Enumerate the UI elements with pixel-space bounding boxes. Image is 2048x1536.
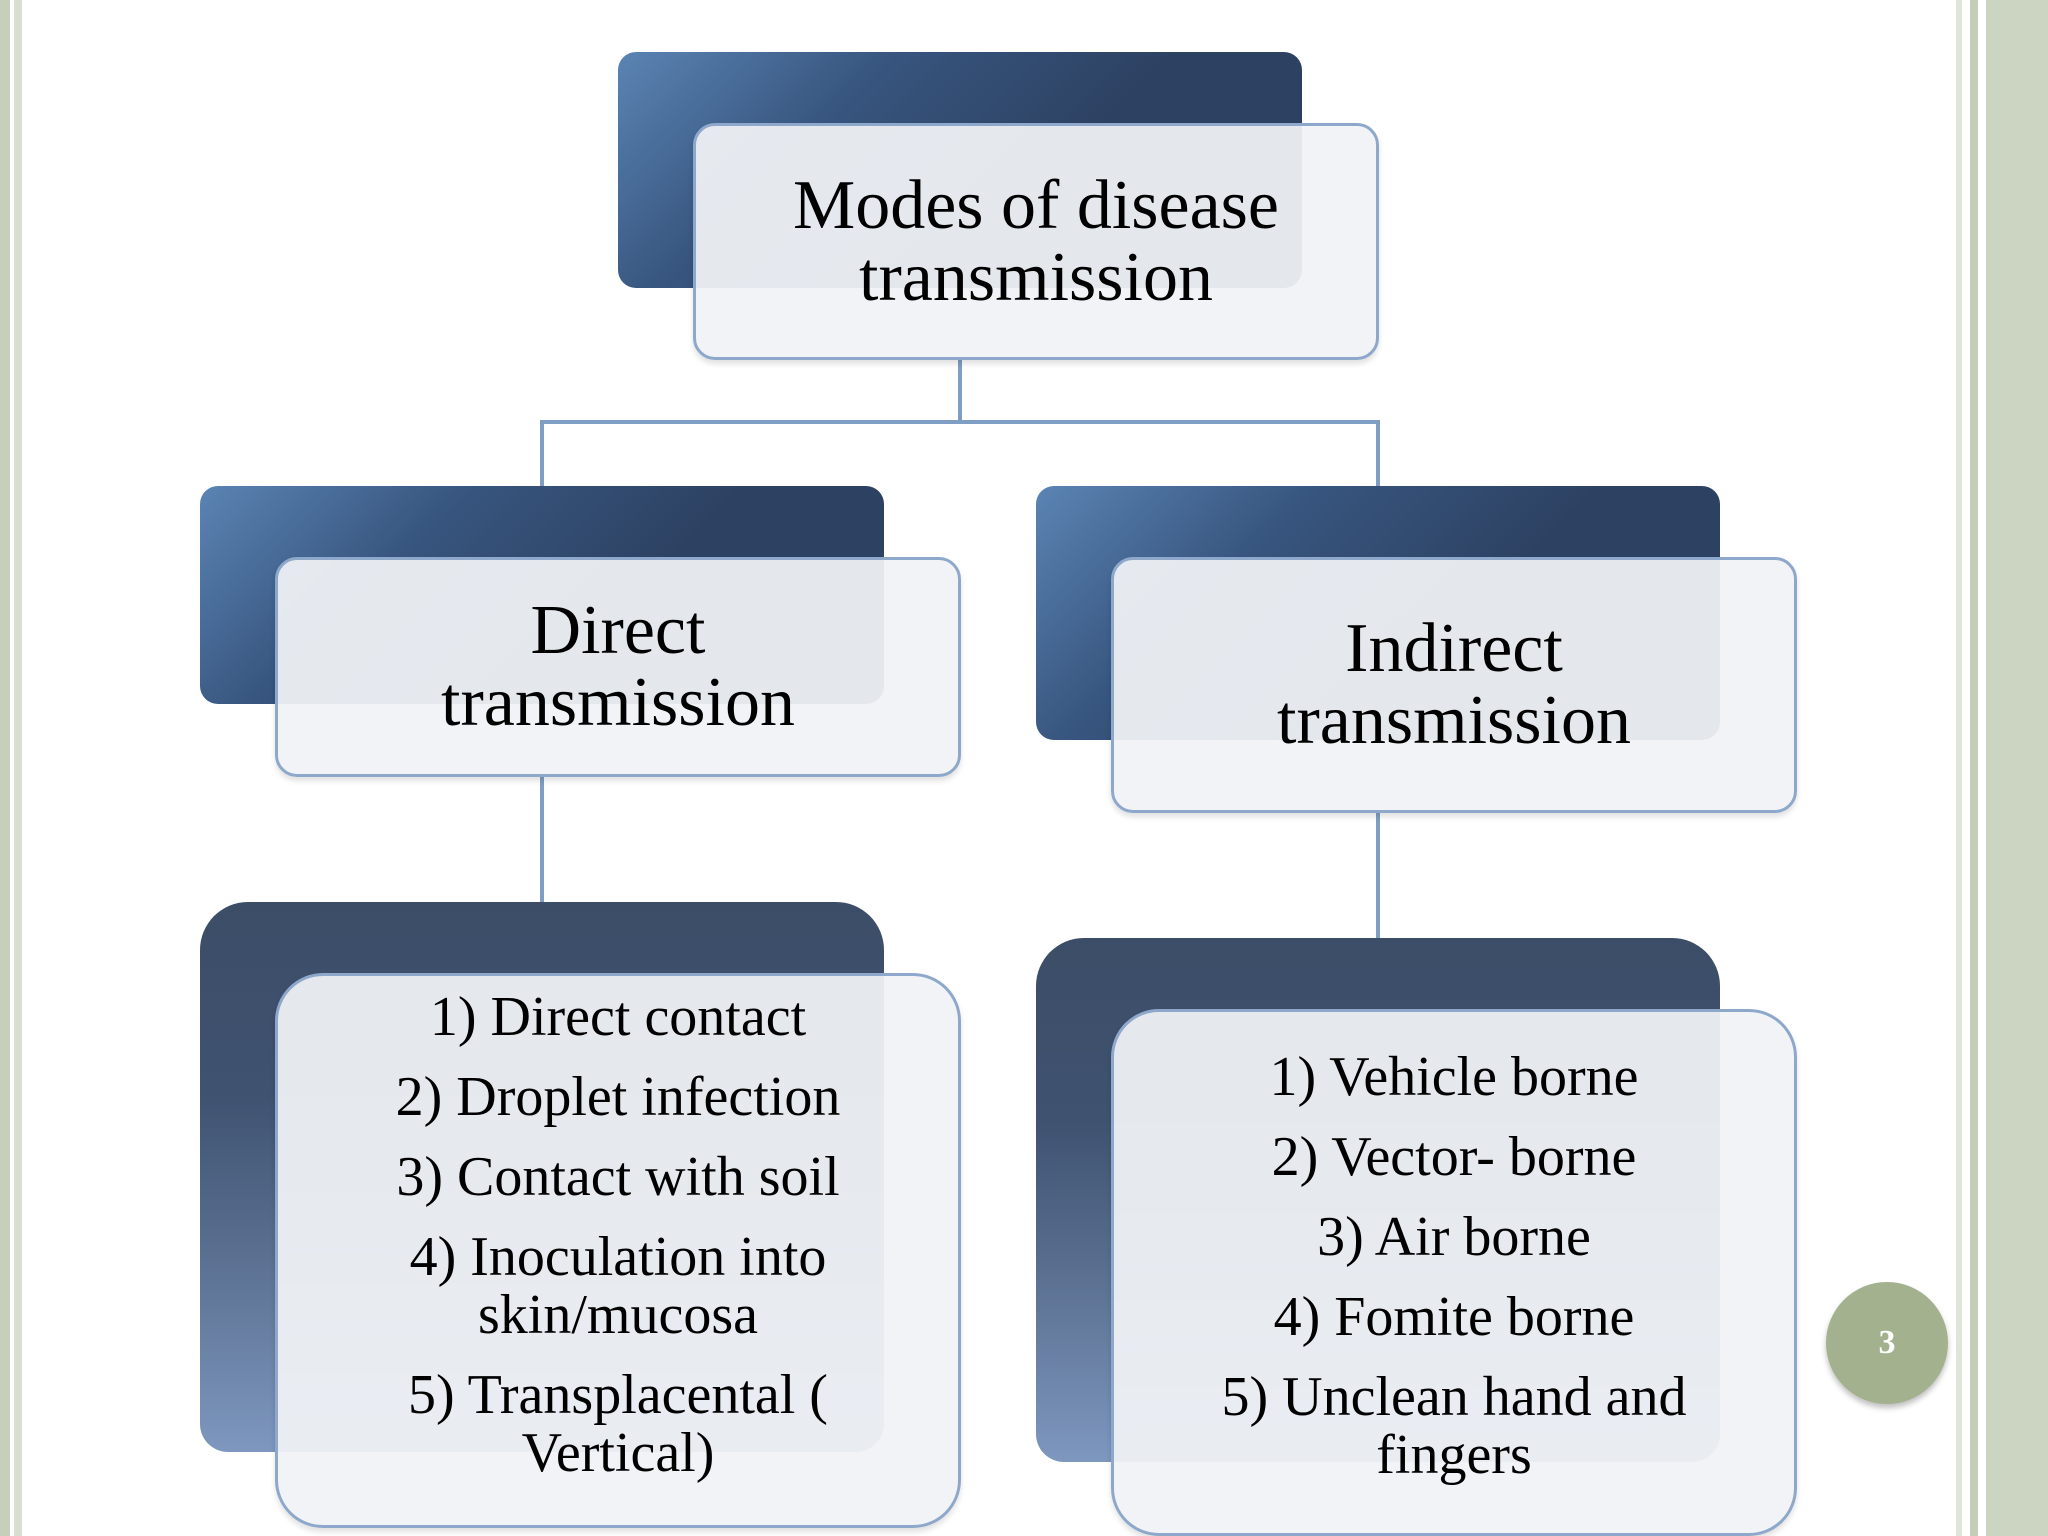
direct-list-node: 1) Direct contact 2) Droplet infection 3… (275, 973, 961, 1528)
direct-title: Direct transmission (441, 592, 795, 741)
connector-indirect-to-list (1376, 810, 1380, 940)
list-item: 2) Droplet infection (395, 1066, 841, 1128)
page-number-badge: 3 (1826, 1282, 1948, 1404)
root-title: Modes of disease transmission (792, 166, 1279, 316)
list-item: 5) Unclean hand and fingers (1221, 1366, 1687, 1486)
list-item: 4) Inoculation into skin/mucosa (409, 1226, 827, 1346)
list-item: 3) Contact with soil (396, 1146, 840, 1208)
indirect-list-node: 1) Vehicle borne 2) Vector- borne 3) Air… (1111, 1009, 1797, 1536)
connector-direct-to-list (540, 774, 544, 904)
list-item: 4) Fomite borne (1273, 1286, 1635, 1348)
list-item: 1) Vehicle borne (1269, 1046, 1639, 1108)
connector-root-down (958, 358, 962, 420)
list-item: 1) Direct contact (429, 986, 807, 1048)
direct-transmission-node: Direct transmission (275, 557, 961, 777)
left-border-decoration (0, 0, 22, 1536)
list-item: 2) Vector- borne (1271, 1126, 1637, 1188)
indirect-transmission-node: Indirect transmission (1111, 557, 1797, 813)
right-border-decoration (1956, 0, 2048, 1536)
root-node: Modes of disease transmission (693, 123, 1379, 360)
list-item: 3) Air borne (1317, 1206, 1591, 1268)
connector-horizontal (540, 420, 1380, 424)
indirect-title: Indirect transmission (1277, 610, 1631, 759)
list-item: 5) Transplacental ( Vertical) (408, 1364, 828, 1484)
